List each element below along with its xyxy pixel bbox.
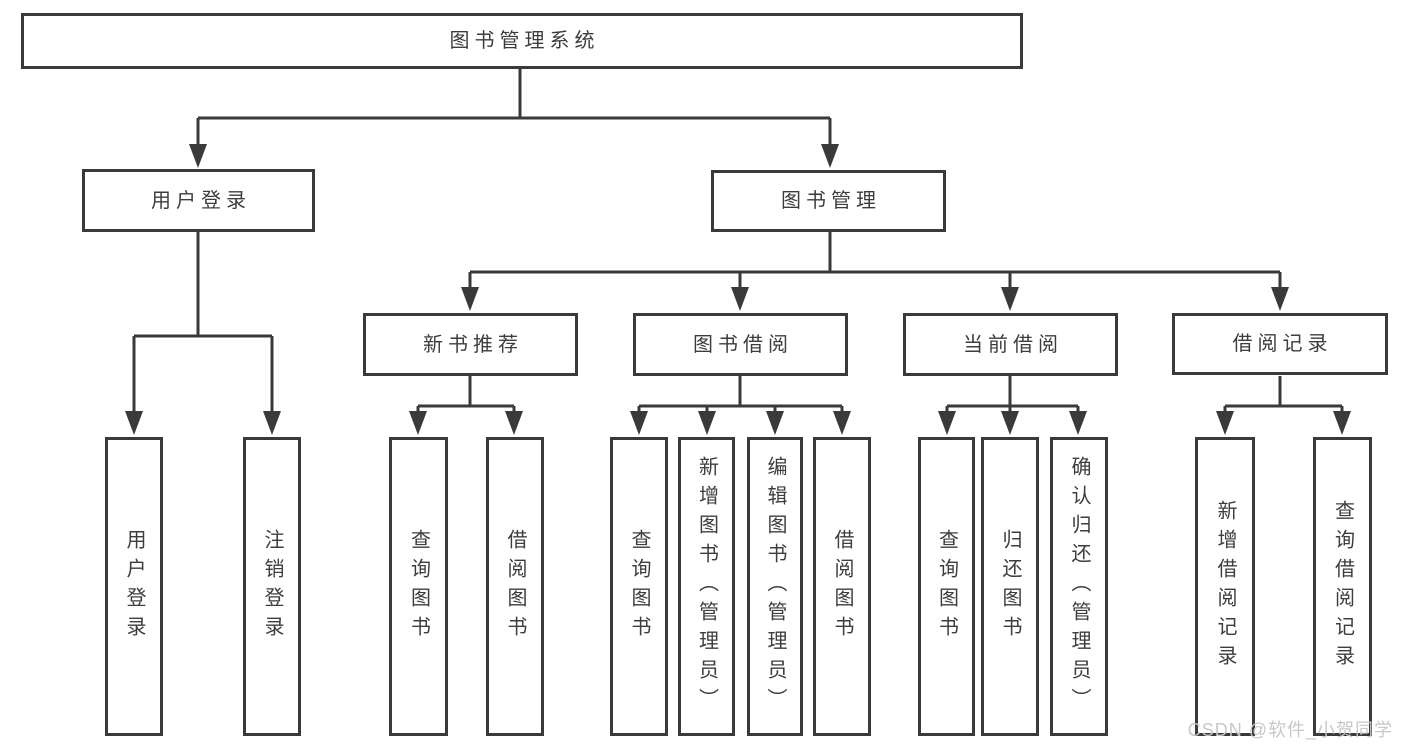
leaf-user-login: 用户登录 bbox=[105, 437, 163, 736]
node-label: 用户登录 bbox=[123, 528, 145, 645]
leaf-current-confirm-return-admin: 确认归还（管理员） bbox=[1050, 437, 1108, 736]
node-label: 查询借阅记录 bbox=[1331, 499, 1354, 674]
arrow-down-icon bbox=[461, 287, 479, 311]
leaf-newbook-query-books: 查询图书 bbox=[389, 437, 448, 736]
node-label: 用户登录 bbox=[151, 189, 251, 212]
connector bbox=[416, 376, 516, 425]
arrow-down-icon bbox=[125, 411, 143, 435]
leaf-borrow-borrow-books: 借阅图书 bbox=[813, 437, 871, 736]
node-label: 注销登录 bbox=[261, 528, 283, 645]
node-label: 编辑图书（管理员） bbox=[764, 456, 786, 717]
node-label: 图书借阅 bbox=[693, 333, 793, 356]
arrow-down-icon bbox=[821, 144, 839, 168]
connector bbox=[1223, 376, 1344, 425]
node-label: 借阅图书 bbox=[831, 528, 853, 645]
connector bbox=[196, 69, 832, 158]
node-book-management: 图书管理 bbox=[711, 170, 946, 232]
connector bbox=[637, 376, 844, 425]
node-label: 查询图书 bbox=[407, 528, 430, 645]
node-label: 图书管理 bbox=[781, 190, 881, 212]
leaf-borrow-add-books-admin: 新增图书（管理员） bbox=[678, 437, 735, 736]
node-label: 新增借阅记录 bbox=[1214, 499, 1236, 674]
arrow-down-icon bbox=[1001, 287, 1019, 311]
arrow-down-icon bbox=[189, 144, 207, 168]
leaf-logout: 注销登录 bbox=[243, 437, 301, 736]
arrow-down-icon bbox=[1001, 411, 1019, 435]
watermark: CSDN @软件_小贺同学 bbox=[1187, 720, 1393, 740]
arrow-down-icon bbox=[263, 411, 281, 435]
arrow-down-icon bbox=[409, 411, 427, 435]
node-current-borrowing: 当前借阅 bbox=[903, 313, 1118, 376]
arrow-down-icon bbox=[630, 411, 648, 435]
node-label: 图书管理系统 bbox=[449, 30, 600, 52]
arrow-down-icon bbox=[1333, 411, 1351, 435]
node-label: 新增图书（管理员） bbox=[695, 456, 718, 717]
node-new-book-recommendation: 新书推荐 bbox=[363, 313, 578, 376]
connector bbox=[132, 232, 274, 425]
connector bbox=[468, 232, 1282, 301]
node-root: 图书管理系统 bbox=[21, 13, 1023, 69]
node-label: 查询图书 bbox=[935, 528, 958, 645]
arrow-down-icon bbox=[833, 411, 851, 435]
node-label: 归还图书 bbox=[999, 528, 1021, 645]
node-label: 当前借阅 bbox=[963, 333, 1063, 356]
leaf-borrow-query-books: 查询图书 bbox=[610, 437, 668, 736]
arrow-down-icon bbox=[766, 411, 784, 435]
node-label: 借阅图书 bbox=[504, 528, 526, 645]
leaf-borrow-edit-books-admin: 编辑图书（管理员） bbox=[747, 437, 803, 736]
arrow-down-icon bbox=[731, 287, 749, 311]
leaf-current-return-books: 归还图书 bbox=[981, 437, 1039, 736]
node-user-login: 用户登录 bbox=[82, 169, 315, 232]
node-book-borrowing: 图书借阅 bbox=[633, 313, 848, 376]
leaf-current-query-books: 查询图书 bbox=[918, 437, 975, 736]
node-label: 借阅记录 bbox=[1232, 333, 1333, 355]
node-borrowing-records: 借阅记录 bbox=[1172, 313, 1388, 375]
node-label: 新书推荐 bbox=[423, 333, 523, 356]
arrow-down-icon bbox=[698, 411, 716, 435]
node-label: 查询图书 bbox=[628, 528, 650, 645]
arrow-down-icon bbox=[505, 411, 523, 435]
arrow-down-icon bbox=[1069, 411, 1087, 435]
leaf-newbook-borrow-books: 借阅图书 bbox=[486, 437, 544, 736]
arrow-down-icon bbox=[938, 411, 956, 435]
leaf-records-query-borrow-record: 查询借阅记录 bbox=[1313, 437, 1372, 736]
arrow-down-icon bbox=[1216, 411, 1234, 435]
node-label: 确认归还（管理员） bbox=[1068, 456, 1090, 717]
arrow-down-icon bbox=[1271, 287, 1289, 311]
leaf-records-add-borrow-record: 新增借阅记录 bbox=[1195, 437, 1255, 736]
